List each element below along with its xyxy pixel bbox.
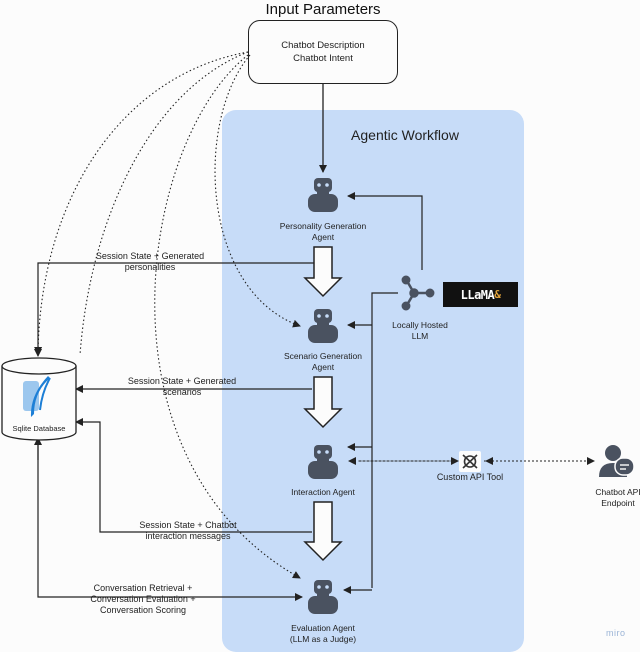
input-parameters-title: Input Parameters <box>265 1 381 18</box>
personality-agent-robot-icon <box>308 178 338 212</box>
personality-to-database-line <box>34 262 314 357</box>
personality-agent-label: Personality Generation Agent <box>279 221 367 242</box>
scenarios-edge-label: Session State + Generated scenarios <box>127 376 237 397</box>
interaction-edge-label: Session State + Chatbot interaction mess… <box>139 520 237 541</box>
scenario-agent-label: Scenario Generation Agent <box>284 351 362 372</box>
evaluation-agent-robot-icon <box>308 580 338 614</box>
input-to-evaluation-dotted <box>154 54 301 579</box>
input-to-scenario-dotted <box>214 54 301 328</box>
interaction-to-evaluation-arrow <box>303 501 343 562</box>
llm-network-icon <box>401 275 435 311</box>
agentic-workflow-title: Agentic Workflow <box>351 127 459 143</box>
scenario-to-interaction-arrow <box>303 376 343 429</box>
interaction-agent-robot-icon <box>308 445 338 479</box>
llm-bus-line <box>371 292 398 588</box>
input-chatbot-description: Chatbot Description <box>281 40 365 51</box>
miro-watermark: miro <box>606 628 626 638</box>
database-label: Sqlite Database <box>12 424 66 433</box>
llama-logo: LLaMA& <box>443 282 518 307</box>
llm-to-personality-line <box>347 192 423 270</box>
chatbot-endpoint-person-icon <box>599 445 635 477</box>
input-to-database-dotted-inner <box>79 51 249 356</box>
conversation-edge-label: Conversation Retrieval + Conversation Ev… <box>90 583 196 615</box>
input-parameters-box: Chatbot Description Chatbot Intent <box>248 20 398 84</box>
interaction-agent-label: Interaction Agent <box>291 487 355 497</box>
llm-label: Locally Hosted LLM <box>392 320 448 341</box>
api-tool-label: Custom API Tool <box>436 472 504 482</box>
input-to-database-dotted-outer <box>34 51 249 355</box>
personalities-edge-label: Session State + Generated personalities <box>95 251 205 272</box>
agentic-workflow-container <box>222 110 524 652</box>
input-chatbot-intent: Chatbot Intent <box>293 53 353 64</box>
endpoint-label: Chatbot API Endpoint <box>595 487 640 508</box>
sqlite-logo-icon <box>23 376 51 417</box>
scenario-agent-robot-icon <box>308 309 338 343</box>
personality-to-scenario-arrow <box>303 246 343 298</box>
evaluation-agent-label: Evaluation Agent (LLM as a Judge) <box>289 623 357 644</box>
api-tool-icon <box>459 451 481 472</box>
evaluation-database-line <box>37 437 303 601</box>
interaction-to-database-line <box>75 418 312 533</box>
